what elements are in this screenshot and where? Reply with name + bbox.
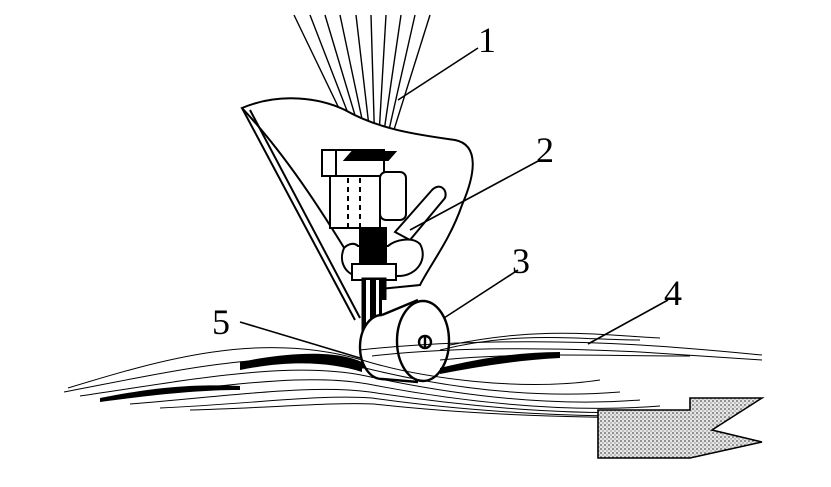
label-4: 4 <box>664 273 682 313</box>
guide-block <box>321 149 447 242</box>
direction-arrow <box>597 397 765 459</box>
label-5: 5 <box>212 302 230 342</box>
label-2: 2 <box>536 130 554 170</box>
label-3: 3 <box>512 241 530 281</box>
leader-lines <box>239 47 669 359</box>
label-1: 1 <box>478 20 496 60</box>
laid-layer-shading <box>100 352 560 402</box>
clamp-assembly <box>341 227 424 281</box>
